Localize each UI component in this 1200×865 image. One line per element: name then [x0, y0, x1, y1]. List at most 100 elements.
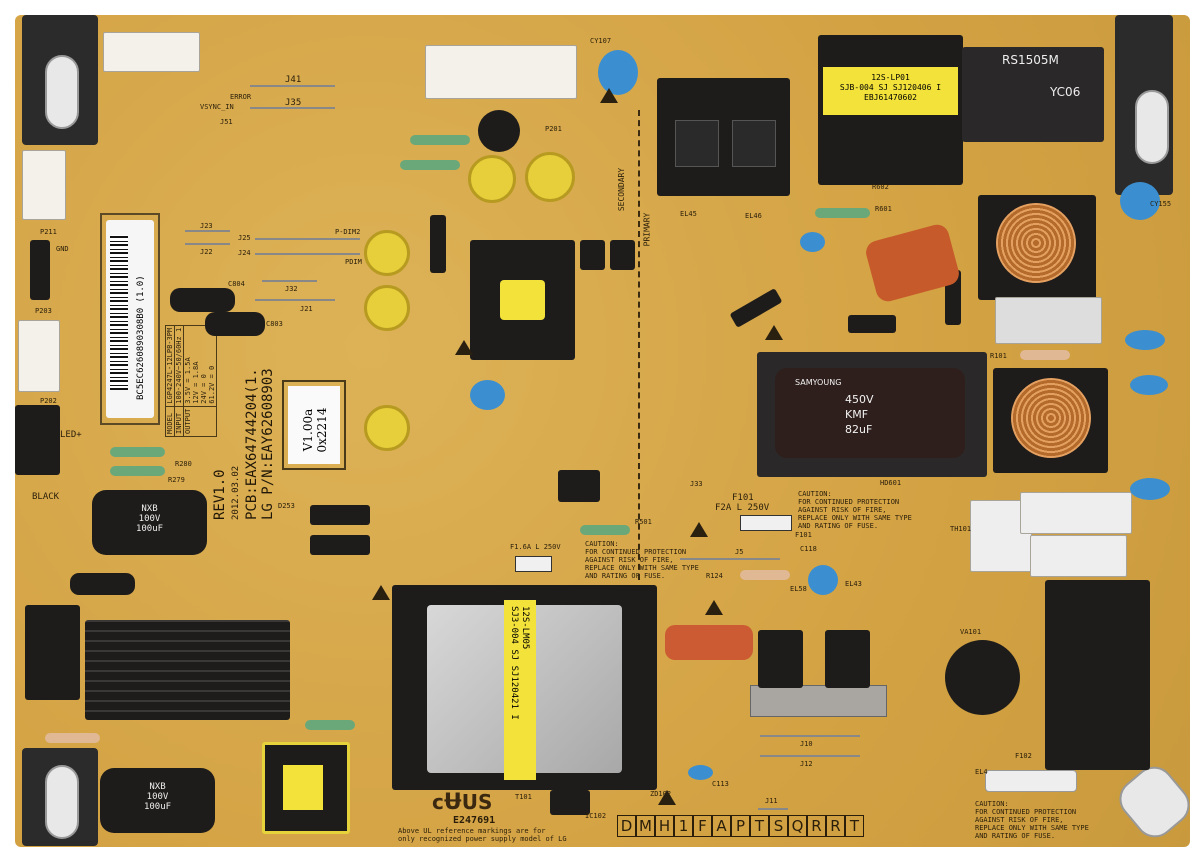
inspection-letter: T	[845, 815, 864, 837]
jumper-j24	[255, 253, 360, 255]
t101-lot: SJ3-004 SJ SJ120421 I	[509, 606, 519, 720]
hv-warning-icon	[658, 790, 676, 805]
transformer-small	[262, 742, 350, 834]
ref-j22: J22	[200, 248, 213, 256]
fuse-f101	[740, 515, 792, 531]
connector-p202	[15, 405, 60, 475]
inspection-letter: F	[693, 815, 712, 837]
caution-title: CAUTION:	[798, 490, 832, 498]
caution-title: CAUTION:	[975, 800, 1009, 808]
secondary-label: SECONDARY	[617, 167, 627, 212]
resistor-r283	[400, 160, 460, 170]
output-12v: 12V = 1.8A	[192, 361, 200, 404]
capacitor-c804	[170, 288, 235, 312]
ul-mark-text: US	[461, 790, 493, 814]
diode-d603	[848, 315, 896, 333]
ref-j11: J11	[765, 797, 778, 805]
resistor-r124	[740, 570, 790, 580]
caution-line: AND RATING OF FUSE.	[798, 522, 879, 530]
ic-ic102	[550, 790, 590, 815]
ul-note-line: only recognized power supply model of LG	[398, 835, 567, 843]
ref-j21: J21	[300, 305, 313, 313]
varistor-va101	[945, 640, 1020, 715]
ref-r601: R601	[875, 205, 892, 213]
ref-cy107: CY107	[590, 37, 612, 45]
film-capacitor-c102	[665, 625, 753, 660]
lg-part-number: LG P/N:EAY62608903	[260, 368, 276, 520]
ref-j35: J35	[285, 98, 302, 108]
ref-p201: P201	[545, 125, 562, 133]
y-capacitor-c2	[470, 380, 505, 410]
capacitor-c253	[70, 573, 135, 595]
version-frame	[282, 380, 346, 470]
ref-r101: R101	[990, 352, 1007, 360]
ul-number: E247691	[453, 815, 496, 826]
ref-r501: R501	[635, 518, 652, 526]
date-text: 2012.03.02	[231, 465, 241, 520]
cap-value: 100uF	[135, 524, 164, 534]
cap-series-main: KMF	[845, 408, 869, 421]
jumper-j41	[250, 85, 335, 87]
ref-j12: J12	[800, 760, 813, 768]
caution-line: FOR CONTINUED PROTECTION	[975, 808, 1077, 816]
ref-j41: J41	[285, 75, 302, 85]
checksum-text: 0x2214	[315, 407, 329, 453]
version-sticker: V1.00a 0x2214	[288, 386, 340, 464]
ref-hd601: HD601	[880, 479, 902, 487]
hv-warning-icon	[705, 600, 723, 615]
mount-tab-top-right	[1135, 90, 1169, 164]
fuse-f501-rating: F1.6A L 250V	[510, 543, 561, 551]
ref-th101: TH101	[950, 525, 972, 533]
transformer-small-core	[283, 765, 323, 810]
hv-warning-icon	[372, 585, 390, 600]
relay-2	[1020, 492, 1132, 534]
resistor-r280	[110, 447, 165, 457]
ref-j25: J25	[238, 234, 251, 242]
mount-tab-top-left	[45, 55, 79, 129]
bridge-code: YC06	[1050, 85, 1081, 99]
capacitor-main: SAMYOUNG 450V KMF 82uF	[775, 368, 965, 458]
inspection-letter: A	[712, 815, 731, 837]
fuse-f102	[985, 770, 1077, 792]
barcode-label: BC5EC6260890308B0 (1.0)	[106, 220, 154, 418]
capacitor-yellow-1	[468, 155, 516, 203]
ref-f101: F101	[795, 531, 812, 539]
ref-j10: J10	[800, 740, 813, 748]
ref-el45: EL45	[680, 210, 697, 218]
barcode-frame	[100, 213, 160, 425]
ref-j33: J33	[690, 480, 703, 488]
heatsink-bottom-left	[85, 620, 290, 720]
y-capacitor-c4	[800, 232, 825, 252]
capacitor-black-top	[478, 110, 520, 152]
caution-block-3: CAUTION: FOR CONTINUED PROTECTION AGAINS…	[975, 800, 1089, 840]
ref-c118: C118	[800, 545, 817, 553]
jumper-j5	[680, 558, 780, 560]
barcode-text: BC5EC6260890308B0 (1.0)	[136, 275, 146, 400]
ref-j51: J51	[220, 118, 233, 126]
caution-block-1: CAUTION: FOR CONTINUED PROTECTION AGAINS…	[585, 540, 699, 580]
t101-label-text: 12S-LM05 SJ3-004 SJ SJ120421 I	[508, 606, 530, 776]
ref-j32: J32	[285, 285, 298, 293]
transformer-standby	[470, 240, 575, 360]
capacitor-yellow-5	[364, 405, 410, 451]
y-capacitor-r3	[1130, 478, 1170, 500]
label-black: BLACK	[32, 492, 60, 502]
transformer-part: EBJ61470602	[864, 93, 917, 102]
ref-error: ERROR	[230, 93, 252, 101]
cap-voltage: 100V	[146, 792, 169, 802]
ul-note: Above UL reference markings are for only…	[398, 827, 567, 843]
label-led: LED+	[60, 430, 82, 440]
mosfet-q102	[758, 630, 803, 688]
inspection-letter: H	[655, 815, 674, 837]
hv-warning-icon	[455, 340, 473, 355]
ref-c113: C113	[712, 780, 729, 788]
capacitor-yellow-2	[525, 152, 575, 202]
ic-pwm-controller	[558, 470, 600, 502]
output-3v5: 3.5V = 1.5A	[184, 357, 192, 404]
diode-d201	[430, 215, 446, 273]
inspection-letter: D	[617, 815, 636, 837]
caution-line: AGAINST RISK OF FIRE,	[585, 556, 674, 564]
ul-logo: cɄUS	[432, 790, 493, 815]
